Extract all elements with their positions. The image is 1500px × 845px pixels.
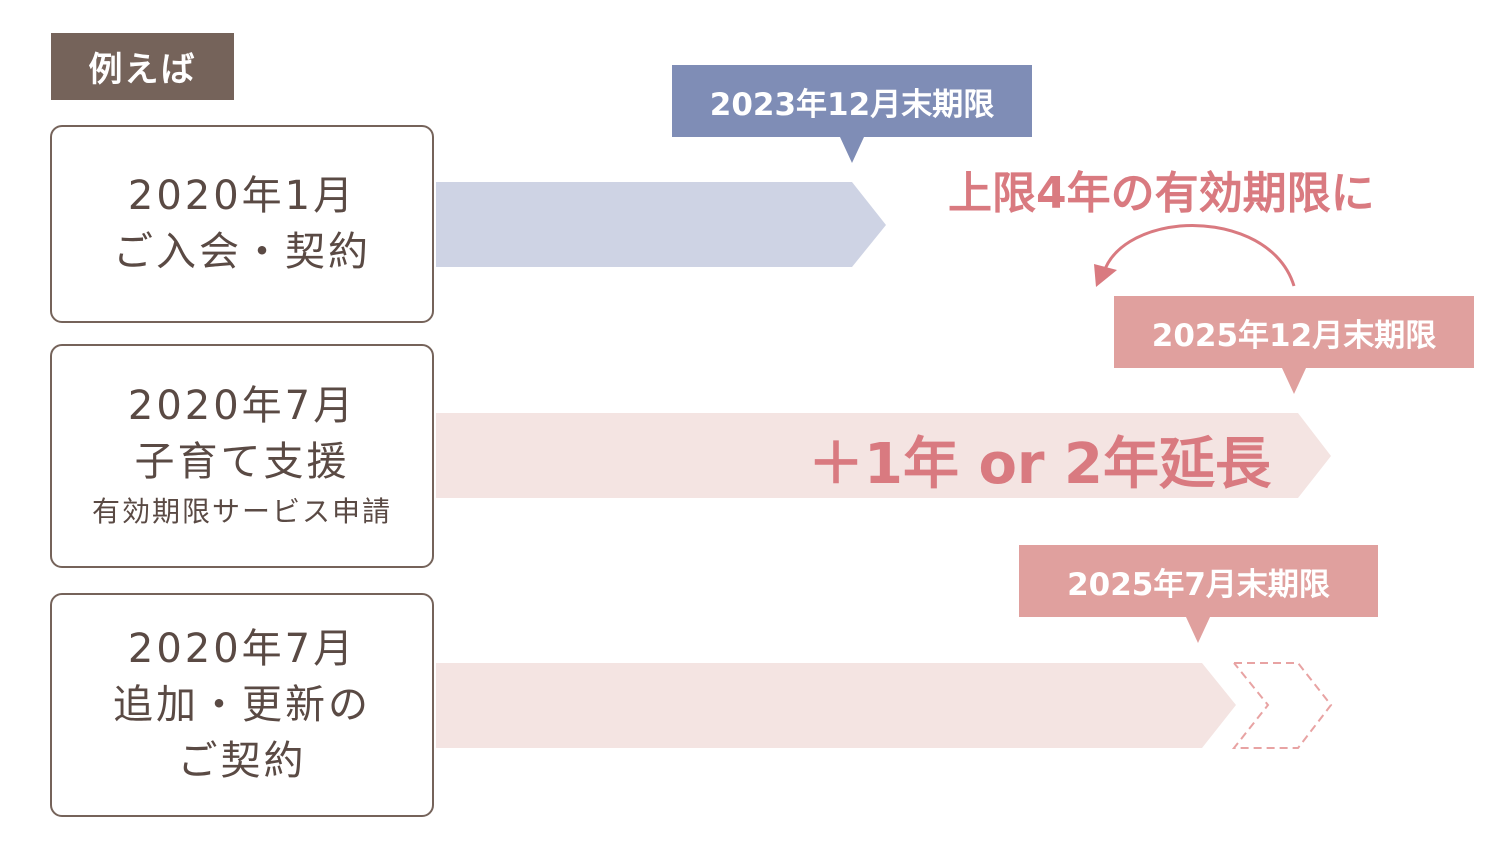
timeline-card-join: 2020年1月 ご入会・契約: [50, 125, 434, 323]
card-date: 2020年1月: [127, 173, 357, 219]
extension-text: ＋1年 or 2年延長: [808, 431, 1272, 497]
deadline-callout-2025-dec: 2025年12月末期限: [1114, 296, 1474, 368]
callout-pointer: [1186, 617, 1210, 643]
arrow-pink-renewal: [436, 663, 1236, 748]
callout-pointer: [1282, 368, 1306, 394]
timeline-card-childcare: 2020年7月 子育て支援 有効期限サービス申請: [50, 344, 434, 568]
timeline-card-renewal: 2020年7月 追加・更新の ご契約: [50, 593, 434, 817]
example-tag: 例えば: [51, 33, 234, 100]
card-date: 2020年7月: [127, 383, 357, 429]
deadline-callout-2025-jul: 2025年7月末期限: [1019, 545, 1378, 617]
max-validity-headline: 上限4年の有効期限に: [948, 168, 1375, 219]
deadline-callout-2023: 2023年12月末期限: [672, 65, 1032, 137]
card-label: 子育て支援: [134, 439, 350, 485]
card-label: 追加・更新の: [113, 682, 371, 728]
arrow-dashed-extension: [1231, 662, 1333, 749]
card-label-2: ご契約: [177, 738, 307, 784]
card-sublabel: 有効期限サービス申請: [91, 495, 392, 528]
curved-arrow: [1102, 223, 1296, 287]
callout-pointer: [840, 137, 864, 163]
card-label: ご入会・契約: [113, 229, 371, 275]
arrow-blue: [436, 182, 886, 267]
curved-arrow-head: [1094, 264, 1117, 287]
arrow-pink-extended: [436, 413, 1331, 498]
card-date: 2020年7月: [127, 626, 357, 672]
